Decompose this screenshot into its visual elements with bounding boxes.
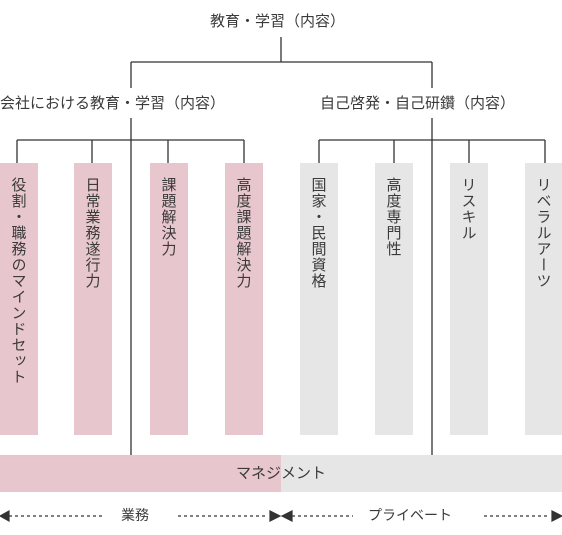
management-bar-private	[281, 455, 562, 492]
legend-private: プライベート	[368, 508, 452, 524]
column-problem-solving: 課題解決力	[150, 163, 188, 435]
management-bar-work	[0, 455, 281, 492]
column-label: 役割・職務のマインドセット	[9, 177, 28, 385]
arrow-right-icon	[551, 510, 562, 522]
column-label: 課題解決力	[159, 177, 178, 257]
column-role-mindset: 役割・職務のマインドセット	[0, 163, 38, 435]
column-label: リスキル	[459, 177, 478, 241]
column-advanced-problem-solving: 高度課題解決力	[225, 163, 263, 435]
legend-arrows	[0, 509, 562, 523]
column-daily-work: 日常業務遂行力	[74, 163, 112, 435]
column-qualifications: 国家・民間資格	[300, 163, 338, 435]
arrow-left-icon	[280, 510, 293, 522]
column-expertise: 高度専門性	[375, 163, 413, 435]
column-label: 高度専門性	[384, 177, 403, 257]
arrow-left-icon	[0, 509, 10, 523]
left-subtitle: 会社における教育・学習（内容）	[0, 94, 226, 112]
arrow-right-icon	[269, 510, 282, 522]
column-label: リベラルアーツ	[534, 177, 553, 289]
column-label: 高度課題解決力	[234, 177, 253, 289]
top-title: 教育・学習（内容）	[210, 12, 346, 30]
column-label: 日常業務遂行力	[83, 177, 102, 289]
column-label: 国家・民間資格	[309, 177, 328, 289]
column-reskill: リスキル	[450, 163, 488, 435]
column-liberal-arts: リベラルアーツ	[525, 163, 562, 435]
management-label: マネジメント	[235, 464, 326, 482]
legend-work: 業務	[121, 508, 149, 524]
right-subtitle: 自己啓発・自己研鑽（内容）	[320, 94, 516, 112]
